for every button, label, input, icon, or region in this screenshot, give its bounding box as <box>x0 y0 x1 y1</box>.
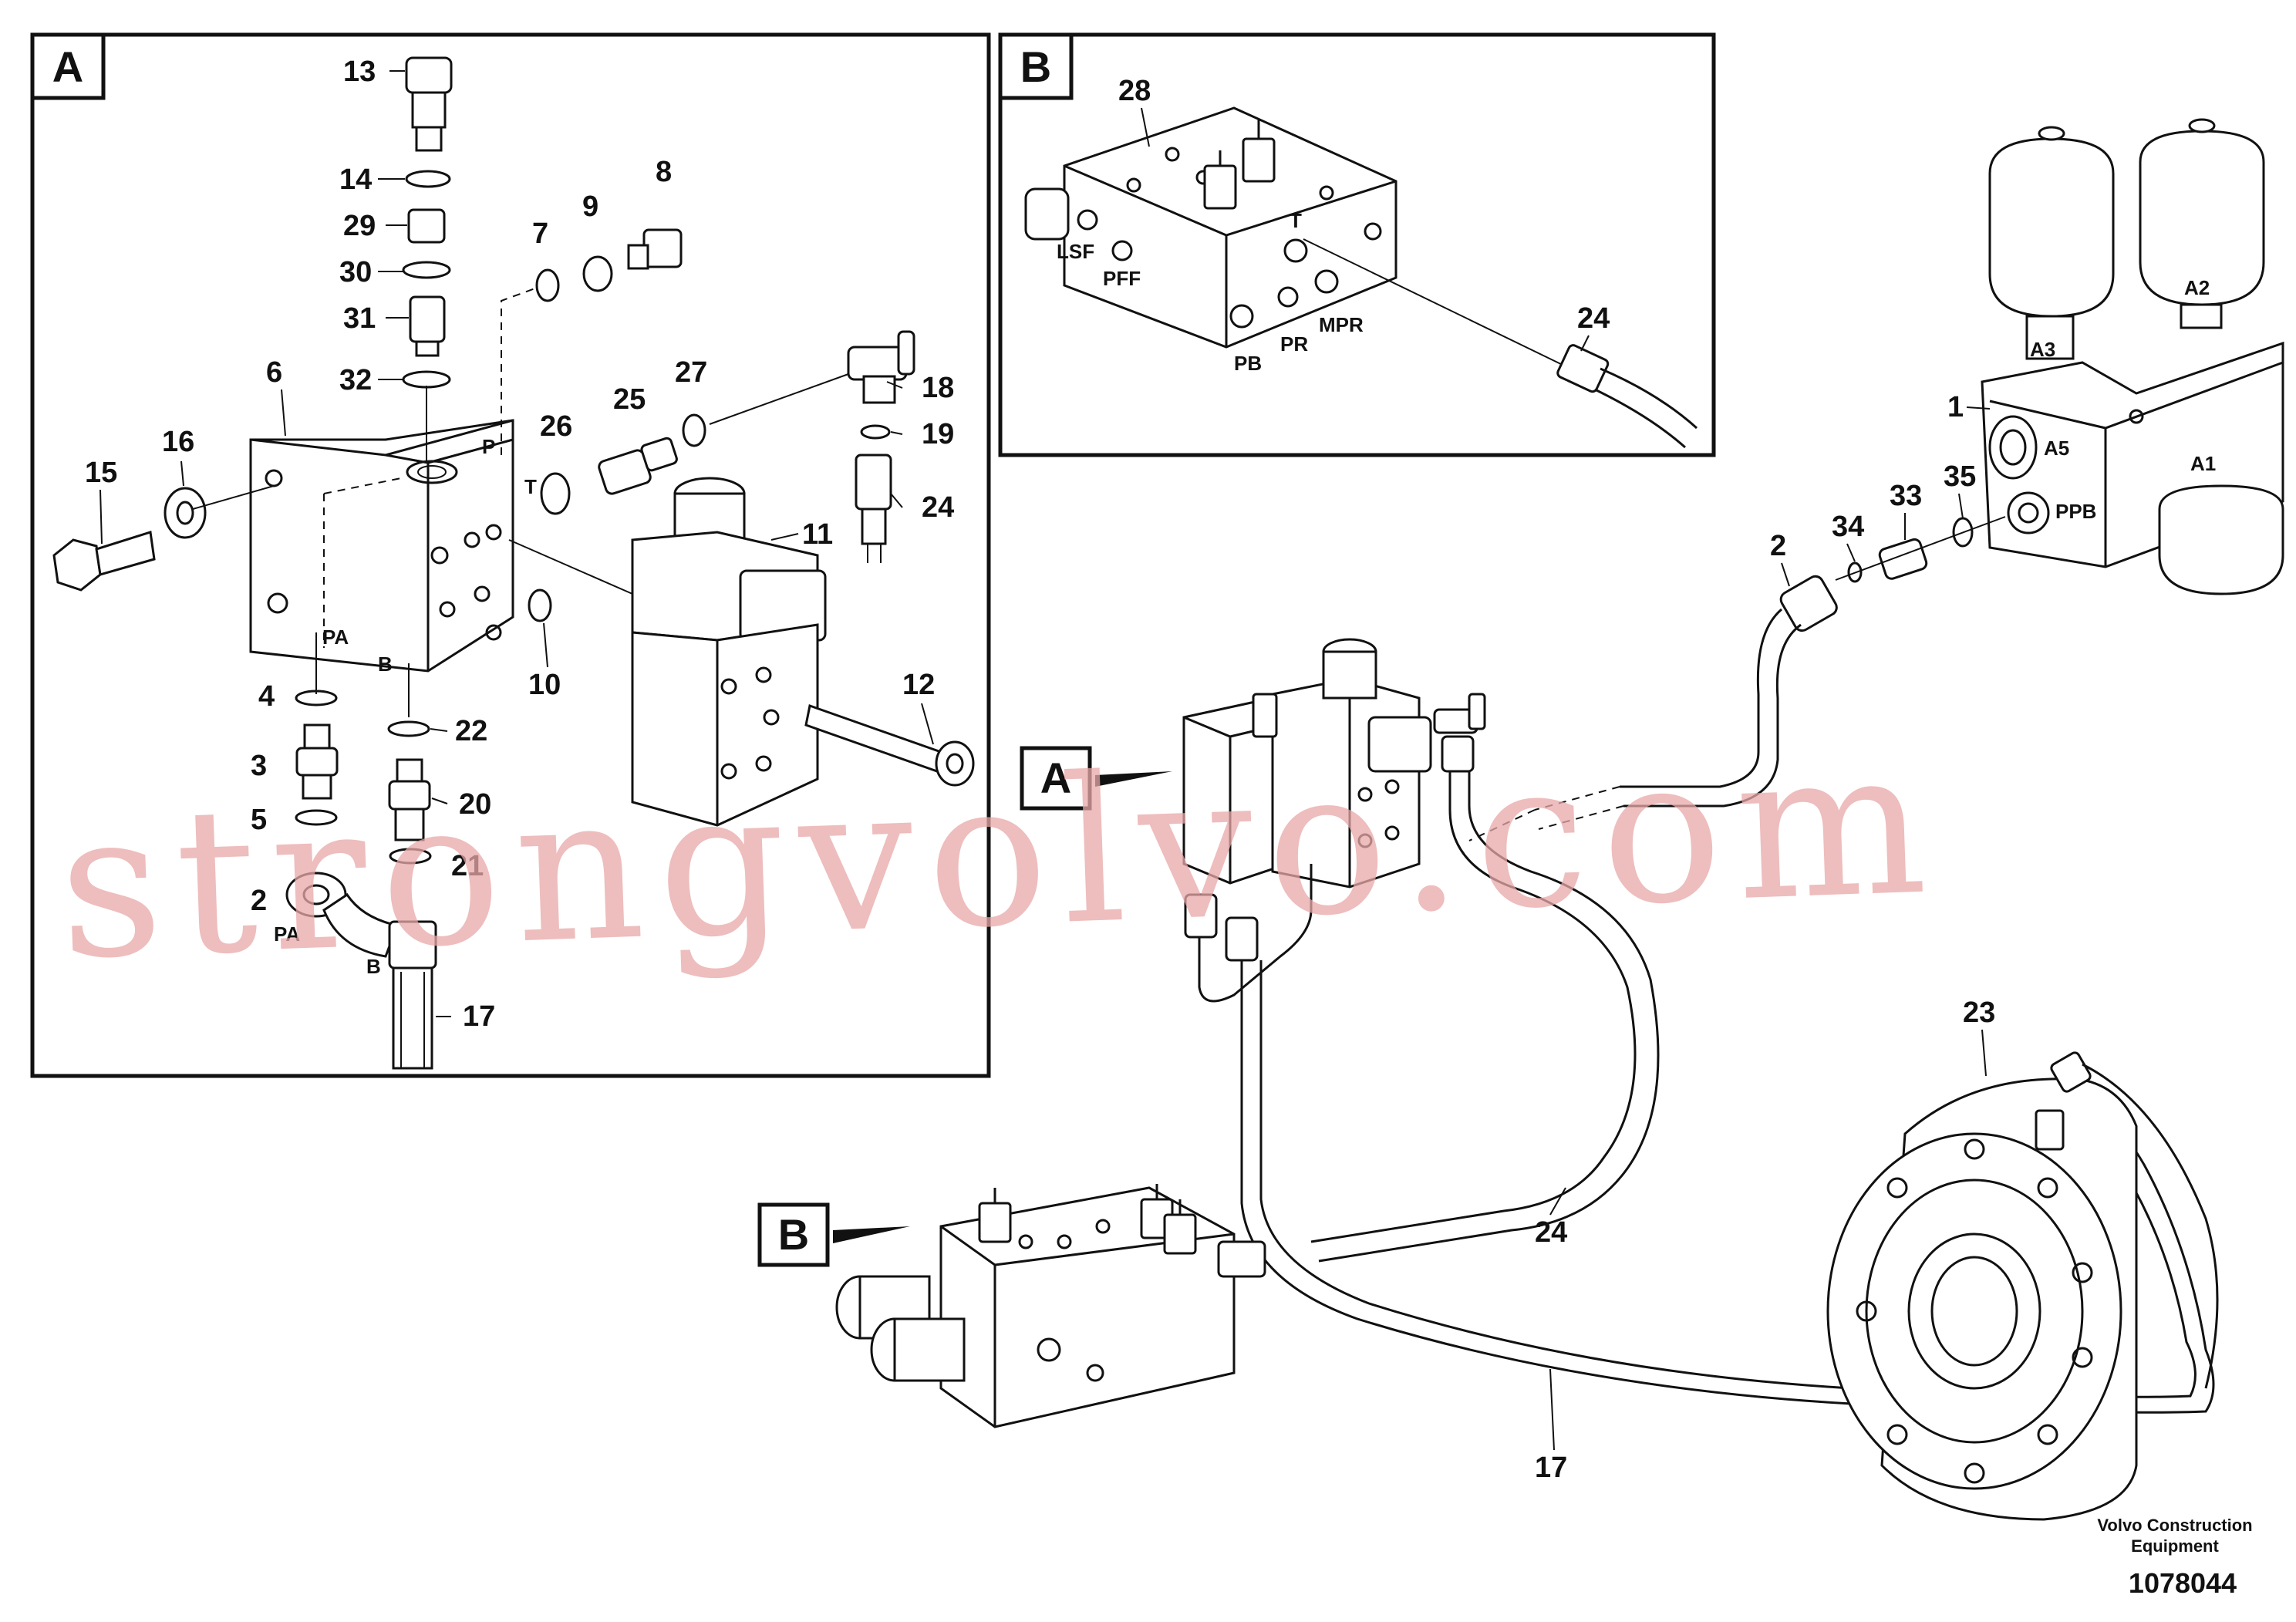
svg-text:T: T <box>524 475 537 498</box>
detail-b-letter: B <box>1020 42 1051 91</box>
svg-text:19: 19 <box>922 418 954 450</box>
watermark: strongvolvo.com <box>56 706 1944 1004</box>
svg-text:14: 14 <box>339 164 372 196</box>
svg-text:13: 13 <box>343 56 376 88</box>
svg-text:2: 2 <box>251 885 267 917</box>
svg-text:35: 35 <box>1944 460 1976 493</box>
footer-company: Volvo Construction <box>2097 1516 2252 1535</box>
fittings-33-34-35 <box>1534 516 2006 830</box>
svg-text:PPB: PPB <box>2055 500 2096 523</box>
svg-text:10: 10 <box>528 669 561 701</box>
hydraulic-motor <box>1826 1051 2219 1521</box>
svg-text:21: 21 <box>451 850 484 882</box>
svg-text:15: 15 <box>85 457 117 489</box>
main-port-labels: A3 A2 A5 A1 PPB <box>2030 276 2216 523</box>
svg-text:PB: PB <box>1234 352 1262 375</box>
valve-manifold-b <box>1024 106 1698 449</box>
detail-a-port-labels: P T PA B PA B <box>274 435 537 978</box>
svg-text:A1: A1 <box>2190 452 2216 475</box>
screw-12 <box>804 704 975 787</box>
svg-text:B: B <box>366 955 381 978</box>
svg-text:LSF: LSF <box>1057 240 1094 263</box>
valve-block <box>249 419 514 673</box>
svg-text:MPR: MPR <box>1319 313 1364 336</box>
svg-text:29: 29 <box>343 210 376 242</box>
svg-text:20: 20 <box>459 788 491 821</box>
svg-text:17: 17 <box>1535 1452 1567 1484</box>
svg-text:24: 24 <box>1535 1216 1567 1249</box>
svg-text:24: 24 <box>1577 302 1610 335</box>
accumulator-block <box>1981 118 2284 595</box>
svg-text:7: 7 <box>532 218 548 250</box>
svg-text:23: 23 <box>1963 996 1995 1029</box>
detail-a-part-numbers: 13 14 29 30 31 32 7 9 8 6 16 15 26 25 27… <box>85 56 954 1033</box>
footer: Volvo Construction Equipment 1078044 <box>2097 1516 2252 1599</box>
plug-fittings-7-9-8 <box>535 228 683 302</box>
svg-text:30: 30 <box>339 256 372 288</box>
svg-text:25: 25 <box>613 383 646 416</box>
svg-text:P: P <box>482 435 495 458</box>
svg-text:33: 33 <box>1890 480 1922 512</box>
svg-text:PR: PR <box>1280 332 1308 356</box>
svg-text:27: 27 <box>675 356 707 389</box>
bolt-washer <box>52 485 275 592</box>
svg-text:B: B <box>378 653 393 676</box>
svg-text:16: 16 <box>162 426 194 458</box>
tee-fitting <box>847 330 915 563</box>
svg-text:A2: A2 <box>2184 276 2210 299</box>
svg-text:A3: A3 <box>2030 338 2055 361</box>
svg-text:PFF: PFF <box>1103 267 1141 290</box>
fittings-25-26-27 <box>540 373 849 515</box>
svg-text:1: 1 <box>1947 391 1964 423</box>
detail-a: A <box>30 32 991 1078</box>
manifold-assembly <box>835 1184 1266 1428</box>
svg-text:18: 18 <box>922 372 954 404</box>
svg-text:26: 26 <box>540 410 572 443</box>
svg-text:6: 6 <box>266 356 282 389</box>
callout-a: A <box>1020 746 1172 811</box>
fitting-stack <box>402 56 453 463</box>
svg-text:5: 5 <box>251 804 267 836</box>
svg-text:2: 2 <box>1770 530 1786 562</box>
svg-text:A5: A5 <box>2044 437 2069 460</box>
svg-text:22: 22 <box>455 715 487 747</box>
svg-text:11: 11 <box>802 518 833 551</box>
main-part-numbers: 1 2 34 33 35 23 24 17 <box>1535 391 1995 1484</box>
svg-text:32: 32 <box>339 364 372 396</box>
svg-text:T: T <box>1290 209 1302 232</box>
svg-text:A: A <box>1040 754 1071 802</box>
lower-fittings-pa <box>285 632 400 958</box>
footer-company-line2: Equipment <box>2131 1536 2219 1556</box>
svg-text:PA: PA <box>322 626 349 649</box>
detail-b-port-labels: LSF PFF T PB PR MPR <box>1057 209 1364 375</box>
svg-text:17: 17 <box>463 1000 495 1033</box>
callout-b: B <box>757 1202 910 1267</box>
svg-text:31: 31 <box>343 302 376 335</box>
document-number: 1078044 <box>2129 1567 2237 1599</box>
svg-text:34: 34 <box>1832 511 1864 543</box>
svg-text:B: B <box>778 1210 809 1259</box>
plug-10 <box>528 588 552 622</box>
detail-a-letter: A <box>52 42 83 91</box>
detail-b-part-numbers: 28 24 <box>1118 75 1610 352</box>
svg-text:PA: PA <box>274 922 300 946</box>
svg-text:3: 3 <box>251 750 267 782</box>
svg-text:9: 9 <box>582 191 598 223</box>
svg-text:4: 4 <box>258 680 275 713</box>
svg-text:12: 12 <box>902 669 935 701</box>
solenoid-valve <box>508 477 827 827</box>
svg-text:24: 24 <box>922 491 954 524</box>
lower-fittings-b <box>387 663 437 1070</box>
svg-text:28: 28 <box>1118 75 1151 107</box>
detail-b: B 28 <box>998 32 1716 457</box>
svg-text:8: 8 <box>656 156 672 188</box>
